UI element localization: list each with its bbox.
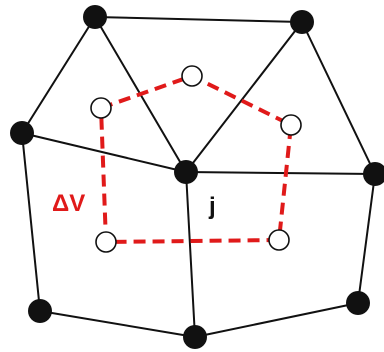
- control-volume-boundary: [99, 74, 293, 244]
- mesh-edge: [21, 132, 187, 173]
- mesh-edge: [185, 171, 196, 338]
- control-volume-label: ΔV: [52, 190, 86, 217]
- central-node-label: j: [209, 193, 216, 220]
- control-volume-point: [95, 231, 117, 253]
- control-volume-point: [280, 114, 302, 136]
- mesh-edge: [94, 16, 303, 23]
- mesh-edge: [21, 16, 96, 134]
- mesh-node: [363, 162, 384, 186]
- mesh-node: [28, 299, 52, 323]
- control-volume-point: [181, 65, 203, 87]
- control-volume-point: [268, 229, 290, 251]
- control-volume-point: [90, 97, 112, 119]
- mesh-nodes: [10, 5, 384, 349]
- mesh-edges: [21, 16, 376, 338]
- mesh-edge: [21, 132, 41, 312]
- mesh-edge: [194, 302, 359, 338]
- mesh-node: [346, 291, 370, 315]
- mesh-edge: [185, 21, 303, 173]
- mesh-node: [10, 121, 34, 145]
- mesh-edge: [185, 171, 376, 175]
- mesh-edge: [357, 173, 376, 304]
- mesh-edge: [301, 21, 376, 175]
- central-node-j: [174, 160, 198, 184]
- mesh-node: [290, 10, 314, 34]
- mesh-node: [183, 325, 207, 349]
- control-volume-points: [90, 65, 302, 253]
- mesh-node: [83, 5, 107, 29]
- mesh-edge: [39, 310, 196, 338]
